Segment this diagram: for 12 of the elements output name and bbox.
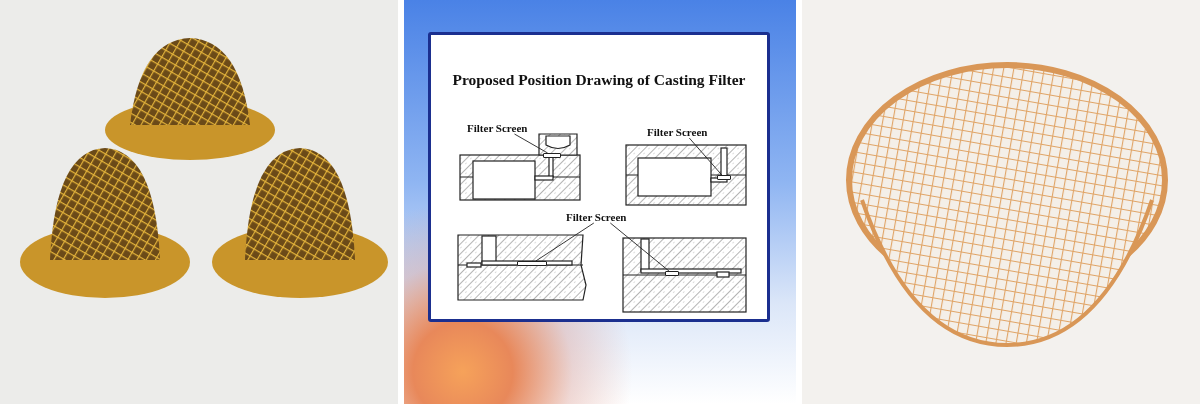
callout-label: Filter Screen — [647, 126, 708, 138]
leader-line — [514, 133, 549, 154]
filter-screen-bar — [543, 153, 561, 158]
diagram-title: Proposed Position Drawing of Casting Filter — [451, 71, 747, 89]
filter-screen-bar — [717, 175, 731, 180]
callout-label: Filter Screen — [566, 211, 627, 223]
leader-line — [535, 222, 595, 262]
filter-screen-bar — [665, 271, 679, 276]
callout-label: Filter Screen — [467, 122, 528, 134]
leader-line — [609, 222, 670, 272]
leader-line — [688, 137, 723, 176]
filter-screen-bar — [517, 261, 547, 266]
